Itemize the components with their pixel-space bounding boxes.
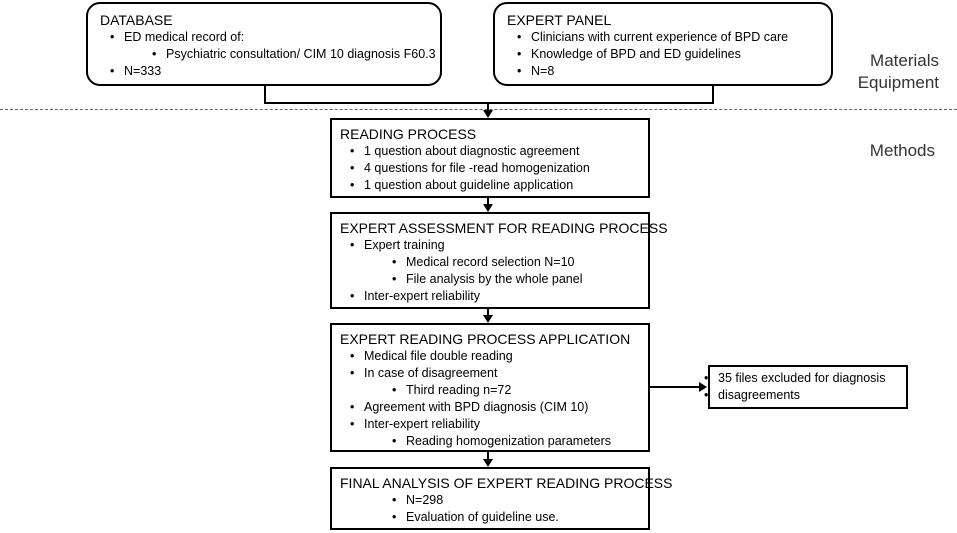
excluded-line2: disagreements bbox=[704, 387, 906, 404]
excluded-box: 35 files excluded for diagnosis disagree… bbox=[704, 365, 908, 409]
database-title: DATABASE bbox=[100, 12, 173, 28]
reading-process-title: READING PROCESS bbox=[340, 126, 477, 142]
arrow-to-reading bbox=[483, 110, 493, 118]
list-item: Inter-expert reliability bbox=[340, 416, 648, 433]
list-item: N=8 bbox=[507, 63, 831, 80]
list-item: N=333 bbox=[100, 63, 440, 80]
materials-label: Materials Equipment bbox=[858, 50, 939, 94]
database-list: ED medical record of:Psychiatric consult… bbox=[100, 29, 440, 80]
list-item: Clinicians with current experience of BP… bbox=[507, 29, 831, 46]
expert-assessment-box: EXPERT ASSESSMENT FOR READING PROCESS Ex… bbox=[330, 212, 668, 309]
reading-process-list: 1 question about diagnostic agreement4 q… bbox=[340, 143, 648, 194]
arrow-to-application bbox=[483, 315, 493, 323]
expert-application-box: EXPERT READING PROCESS APPLICATION Medic… bbox=[330, 323, 650, 452]
materials-label-line2: Equipment bbox=[857, 73, 939, 92]
list-item: Agreement with BPD diagnosis (CIM 10) bbox=[340, 399, 648, 416]
final-analysis-list: N=298Evaluation of guideline use. bbox=[340, 492, 648, 526]
list-item: Knowledge of BPD and ED guidelines bbox=[507, 46, 831, 63]
list-item: Expert training bbox=[340, 237, 648, 254]
connector-panel-down bbox=[712, 86, 714, 104]
methods-label: Methods bbox=[869, 141, 935, 160]
list-item: 1 question about diagnostic agreement bbox=[340, 143, 648, 160]
connector-to-excluded bbox=[650, 386, 700, 388]
connector-database-down bbox=[264, 86, 266, 104]
list-item: File analysis by the whole panel bbox=[340, 271, 648, 288]
arrow-to-final bbox=[483, 459, 493, 467]
connector-to-final bbox=[487, 452, 489, 461]
list-item: Inter-expert reliability bbox=[340, 288, 648, 305]
connector-to-assessment bbox=[487, 198, 489, 206]
final-analysis-title: FINAL ANALYSIS OF EXPERT READING PROCESS bbox=[340, 475, 673, 491]
arrow-to-assessment bbox=[483, 204, 493, 212]
expert-application-title: EXPERT READING PROCESS APPLICATION bbox=[340, 331, 631, 347]
reading-process-box: READING PROCESS 1 question about diagnos… bbox=[330, 118, 650, 198]
materials-label-line1: Materials bbox=[870, 51, 939, 70]
list-item: Medical record selection N=10 bbox=[340, 254, 648, 271]
expert-panel-title: EXPERT PANEL bbox=[507, 12, 612, 28]
final-analysis-box: FINAL ANALYSIS OF EXPERT READING PROCESS… bbox=[330, 467, 673, 530]
expert-application-list: Medical file double readingIn case of di… bbox=[340, 348, 648, 450]
expert-assessment-title: EXPERT ASSESSMENT FOR READING PROCESS bbox=[340, 220, 668, 236]
expert-panel-box: EXPERT PANEL Clinicians with current exp… bbox=[493, 2, 833, 86]
list-item: Psychiatric consultation/ CIM 10 diagnos… bbox=[100, 46, 440, 63]
section-divider bbox=[0, 109, 957, 110]
list-item: ED medical record of: bbox=[100, 29, 440, 46]
list-item: Evaluation of guideline use. bbox=[340, 509, 648, 526]
connector-to-reading bbox=[487, 102, 489, 112]
database-box: DATABASE ED medical record of:Psychiatri… bbox=[86, 2, 442, 86]
list-item: Reading homogenization parameters bbox=[340, 433, 648, 450]
list-item: 4 questions for file -read homogenizatio… bbox=[340, 160, 648, 177]
list-item: 1 question about guideline application bbox=[340, 177, 648, 194]
connector-to-application bbox=[487, 309, 489, 317]
list-item: In case of disagreement bbox=[340, 365, 648, 382]
expert-assessment-list: Expert trainingMedical record selection … bbox=[340, 237, 648, 305]
list-item: N=298 bbox=[340, 492, 648, 509]
connector-horizontal bbox=[264, 102, 714, 104]
expert-panel-list: Clinicians with current experience of BP… bbox=[507, 29, 831, 80]
list-item: Medical file double reading bbox=[340, 348, 648, 365]
excluded-line1: 35 files excluded for diagnosis bbox=[704, 370, 906, 387]
arrow-to-excluded bbox=[699, 382, 707, 392]
list-item: Third reading n=72 bbox=[340, 382, 648, 399]
